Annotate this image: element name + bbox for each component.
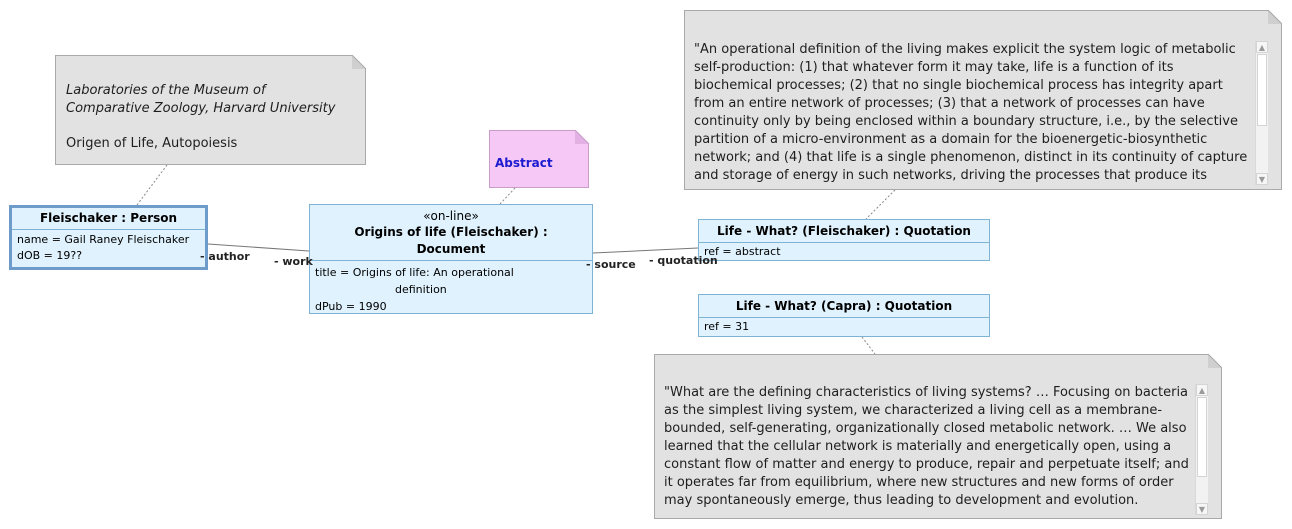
anchor-museum-note [136, 164, 168, 206]
role-source: - source [586, 258, 636, 271]
quote-capra-scrollbar[interactable]: ▲ ▼ [1195, 384, 1208, 515]
document-attr-title-cont: definition [395, 283, 447, 296]
abstract-note[interactable]: Abstract [489, 130, 589, 188]
role-work: - work [274, 255, 313, 268]
quotation-fleischaker-attr-ref: ref = abstract [699, 242, 989, 261]
link-source-quotation[interactable] [592, 247, 699, 254]
scroll-thumb[interactable] [1197, 397, 1207, 477]
anchor-quote-fleischaker [865, 189, 896, 220]
note-fold-icon [1208, 354, 1222, 368]
document-attr-dpub: dPub = 1990 [315, 300, 387, 313]
anchor-abstract-note [499, 187, 516, 205]
quotation-capra-attr-ref: ref = 31 [699, 317, 989, 336]
scroll-down-icon[interactable]: ▼ [1256, 173, 1268, 185]
scroll-up-icon[interactable]: ▲ [1256, 41, 1268, 53]
person-object[interactable]: Fleischaker : Person name = Gail Raney F… [9, 205, 208, 270]
scroll-up-icon[interactable]: ▲ [1196, 384, 1208, 396]
quotation-fleischaker-object[interactable]: Life - What? (Fleischaker) : Quotation r… [698, 219, 990, 261]
document-stereotype: «on-line» [423, 209, 479, 223]
quote-capra-note[interactable]: "What are the defining characteristics o… [654, 354, 1222, 519]
person-attr-dob: dOB = 19?? [17, 249, 83, 262]
museum-note-line1: Laboratories of the Museum of [66, 83, 266, 98]
document-title-line2: Document [416, 242, 486, 256]
museum-note-line2: Comparative Zoology, Harvard University [66, 101, 336, 116]
scroll-thumb[interactable] [1257, 54, 1267, 126]
note-fold-icon [352, 55, 366, 69]
quotation-capra-title: Life - What? (Capra) : Quotation [735, 299, 953, 313]
quote-fleischaker-note[interactable]: "An operational definition of the living… [684, 10, 1282, 190]
note-fold-icon [575, 130, 589, 144]
museum-note-line3: Origen of Life, Autopoiesis [66, 136, 238, 151]
museum-note[interactable]: Laboratories of the Museum of Comparativ… [55, 55, 366, 165]
person-attr-name: name = Gail Raney Fleischaker [17, 233, 190, 246]
anchor-quote-capra [861, 336, 876, 355]
document-object[interactable]: «on-line» Origins of life (Fleischaker) … [309, 204, 593, 314]
quote-fleischaker-scrollbar[interactable]: ▲ ▼ [1255, 41, 1268, 185]
person-title: Fleischaker : Person [39, 211, 178, 225]
quotation-fleischaker-title: Life - What? (Fleischaker) : Quotation [717, 224, 971, 238]
quote-capra-text: "What are the defining characteristics o… [664, 385, 1189, 508]
document-attr-title: title = Origins of life: An operational [315, 266, 514, 279]
document-title-line1: Origins of life (Fleischaker) : [354, 225, 548, 239]
role-quotation: - quotation [649, 254, 718, 267]
quotation-capra-object[interactable]: Life - What? (Capra) : Quotation ref = 3… [698, 294, 990, 337]
scroll-down-icon[interactable]: ▼ [1196, 503, 1208, 515]
note-fold-icon [1268, 10, 1282, 24]
role-author: - author [200, 250, 250, 263]
quote-fleischaker-text: "An operational definition of the living… [694, 42, 1248, 183]
abstract-label: Abstract [495, 156, 553, 170]
